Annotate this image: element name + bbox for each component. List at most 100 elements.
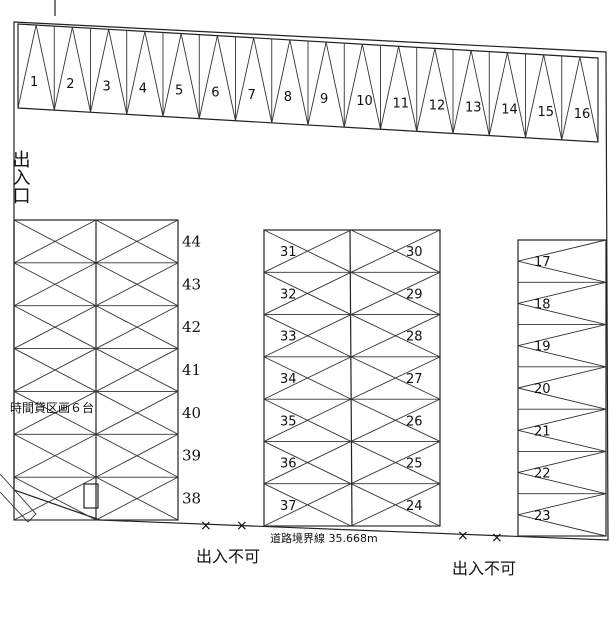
stall-number: 9	[320, 92, 328, 107]
stall-line	[350, 356, 441, 400]
stall-line	[452, 50, 472, 134]
stall-number: 38	[182, 490, 201, 508]
stall-number: 3	[103, 79, 111, 94]
stall-number: 44	[182, 232, 201, 250]
stall-line	[263, 229, 352, 273]
stall-line	[579, 56, 599, 143]
x-mark-1: ×	[200, 518, 212, 534]
right-col-stalls	[517, 239, 607, 537]
stall-number: 23	[534, 509, 551, 524]
stall-number: 33	[280, 330, 297, 345]
lot-boundary	[13, 21, 609, 541]
stall-line	[350, 398, 441, 442]
x-mark-2: ×	[236, 518, 248, 534]
stall-line	[263, 483, 352, 527]
stall-number: 19	[534, 340, 551, 355]
x-mark-3: ×	[457, 528, 469, 544]
stall-number: 11	[393, 96, 410, 111]
stall-line	[17, 24, 37, 109]
stall-number: 36	[280, 457, 297, 472]
meter-box	[83, 483, 99, 509]
stall-line	[95, 305, 179, 349]
stall-number: 20	[534, 382, 551, 397]
stall-number: 24	[406, 499, 423, 514]
stall-number: 7	[248, 88, 256, 103]
entrance-label: 出入口	[10, 150, 31, 204]
stall-line	[235, 37, 255, 121]
stall-line	[263, 271, 352, 315]
stall-line	[380, 46, 400, 130]
x-mark-4: ×	[491, 530, 503, 546]
stall-line	[144, 31, 164, 117]
stall-number: 12	[429, 98, 446, 113]
stall-number: 25	[406, 457, 423, 472]
stall-line	[95, 433, 179, 478]
stall-number: 29	[406, 287, 423, 302]
stall-line	[253, 37, 273, 123]
stall-number: 21	[534, 424, 551, 439]
stall-number: 35	[280, 414, 297, 429]
stall-line	[216, 35, 236, 121]
stall-line	[289, 39, 309, 126]
stall-number: 17	[534, 255, 551, 270]
stall-number: 15	[538, 105, 555, 120]
stall-line	[517, 408, 607, 431]
stall-line	[361, 44, 381, 130]
stall-line	[198, 35, 218, 119]
stall-line	[53, 27, 73, 111]
stall-line	[71, 27, 91, 113]
stall-line	[95, 391, 179, 435]
stall-line	[398, 46, 418, 132]
stall-line	[263, 314, 352, 358]
stall-line	[416, 48, 436, 132]
stall-line	[517, 493, 607, 516]
stall-number: 4	[139, 81, 147, 96]
stall-number: 41	[182, 361, 201, 379]
stall-number: 5	[175, 84, 183, 99]
stall-number: 28	[406, 330, 423, 345]
stall-line	[517, 366, 607, 389]
stall-line	[95, 219, 179, 264]
stall-number: 6	[211, 86, 219, 101]
stall-line	[350, 483, 441, 527]
stall-line	[307, 41, 327, 126]
stall-number: 30	[406, 245, 423, 260]
stall-number: 43	[182, 275, 201, 293]
stall-number: 31	[280, 245, 297, 260]
stall-number: 34	[280, 372, 297, 387]
stall-number: 22	[534, 467, 551, 482]
stall-line	[13, 433, 97, 478]
stall-line	[13, 305, 97, 349]
stall-number: 18	[534, 297, 551, 312]
left-col-stall-lines	[13, 219, 179, 521]
stall-line	[543, 54, 563, 140]
stall-line	[95, 476, 179, 521]
stall-line	[13, 219, 97, 264]
middle-block-stall-lines	[263, 229, 441, 527]
stall-line	[350, 441, 441, 485]
stall-line	[470, 50, 490, 136]
stall-line	[350, 229, 441, 273]
stall-line	[517, 281, 607, 304]
stall-number: 27	[406, 372, 423, 387]
stall-line	[506, 52, 526, 138]
no-entry-left-label: 出入不可	[196, 547, 260, 566]
road-boundary-label: 道路境界線 35.668m	[270, 531, 378, 545]
stall-line	[517, 345, 607, 368]
stall-line	[325, 41, 345, 128]
stall-line	[13, 476, 97, 521]
stall-line	[13, 391, 97, 435]
stall-line	[35, 24, 55, 111]
stall-line	[517, 387, 607, 410]
stall-number: 14	[501, 103, 518, 118]
stall-line	[13, 262, 97, 307]
stall-number: 2	[66, 77, 74, 92]
stall-line	[126, 31, 146, 115]
stall-number: 37	[280, 499, 297, 514]
stall-number: 42	[182, 318, 201, 336]
stall-line	[517, 514, 607, 537]
